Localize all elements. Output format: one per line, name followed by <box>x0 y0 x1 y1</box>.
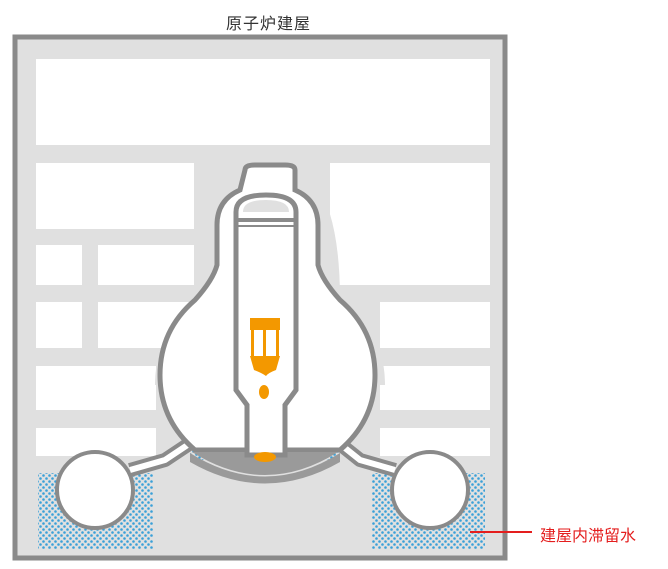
vent-pipe-left-inner <box>129 437 197 473</box>
room-left-2a <box>36 245 82 285</box>
building-title: 原子炉建屋 <box>225 14 311 33</box>
room-right-1 <box>330 163 490 285</box>
room-top <box>36 59 490 145</box>
retained-water-label: 建屋内滞留水 <box>540 526 637 545</box>
room-right-2 <box>380 302 490 348</box>
pedestal-floor <box>192 452 338 475</box>
fuel-rod-1 <box>251 330 254 358</box>
room-left-2b <box>98 245 194 285</box>
fuel-drip <box>259 385 269 399</box>
pedestal-debris <box>190 453 340 484</box>
fuel-rod-3 <box>263 330 266 356</box>
room-left-1 <box>36 163 194 229</box>
room-left-3a <box>36 302 82 348</box>
suppression-chamber-left <box>55 450 135 530</box>
fuel-melt <box>250 356 280 376</box>
fuel-core-top <box>250 318 280 330</box>
room-right-3 <box>380 366 490 410</box>
room-left-4 <box>36 366 156 410</box>
fuel-debris-bottom <box>254 452 276 462</box>
fuel-rod-2 <box>276 330 279 358</box>
rpv-head <box>243 200 289 212</box>
suppression-chamber-right <box>390 450 470 530</box>
